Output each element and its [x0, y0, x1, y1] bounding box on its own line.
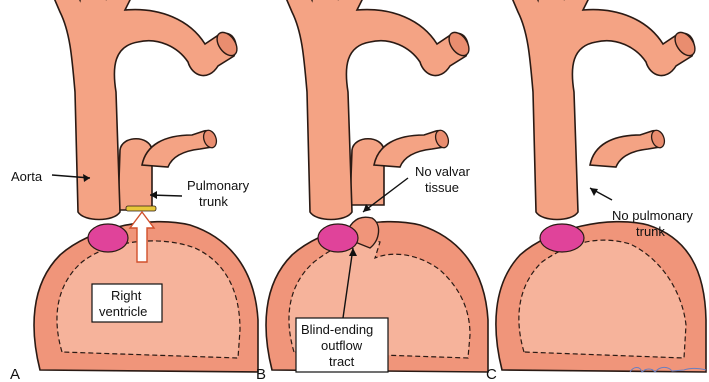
panel-c: No pulmonary trunk C — [486, 0, 706, 382]
label-right: Right — [111, 288, 142, 303]
panel-letter-c: C — [486, 366, 497, 382]
pulmonary-trunk — [118, 139, 152, 210]
label-tissue: tissue — [425, 180, 459, 195]
aortic-valve-c — [540, 224, 584, 252]
atretic-pulmonary — [350, 139, 384, 205]
label-no-valvar: No valvar — [415, 164, 471, 179]
label-trunk: trunk — [199, 194, 228, 209]
panel-letter-a: A — [10, 366, 20, 382]
pulmonary-valve-ring — [126, 206, 156, 211]
label-ventricle: ventricle — [99, 304, 147, 319]
aortic-valve — [88, 224, 128, 252]
label-tract: tract — [329, 354, 355, 369]
panel-a: Aorta Pulmonary trunk Right ventricle A — [10, 0, 258, 382]
aortic-valve-b — [318, 224, 358, 252]
panel-b: No valvar tissue Blind-ending outflow tr… — [256, 0, 488, 382]
label-trunk-c: trunk — [636, 224, 665, 239]
label-blind-ending: Blind-ending — [301, 322, 373, 337]
panel-letter-b: B — [256, 366, 266, 382]
label-pulmonary: Pulmonary — [187, 178, 250, 193]
label-no-pulmonary: No pulmonary — [612, 208, 693, 223]
label-outflow: outflow — [321, 338, 363, 353]
label-aorta: Aorta — [11, 169, 43, 184]
